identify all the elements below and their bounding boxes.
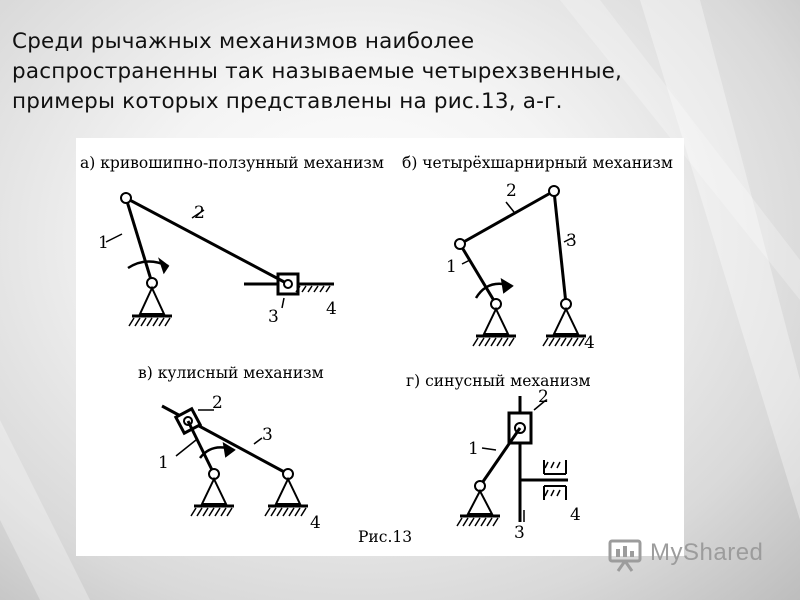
crank-slider-mechanism <box>105 192 334 327</box>
watermark: MyShared <box>606 537 776 573</box>
label-g-2: 2 <box>538 387 549 407</box>
label-b-1: 1 <box>446 257 457 277</box>
caption-a: а) кривошипно-ползунный механизм <box>80 154 384 172</box>
caption-b: б) четырёхшарнирный механизм <box>402 154 673 172</box>
label-a-2: 2 <box>194 203 205 223</box>
label-v-4: 4 <box>310 513 321 533</box>
caption-g: г) синусный механизм <box>406 372 591 390</box>
four-bar-mechanism <box>454 185 586 347</box>
watermark-text: MyShared <box>650 539 764 566</box>
caption-v: в) кулисный механизм <box>138 364 324 382</box>
label-b-4: 4 <box>584 333 595 353</box>
sine-mechanism <box>456 396 568 527</box>
label-a-1: 1 <box>98 233 109 253</box>
slotted-link-mechanism <box>161 404 308 517</box>
label-g-4: 4 <box>570 505 581 525</box>
slide-title: Среди рычажных механизмов наиболее распр… <box>12 29 623 114</box>
figure-panel: а) кривошипно-ползунный механизм 1 2 3 4… <box>76 138 684 556</box>
label-a-3: 3 <box>268 307 279 327</box>
label-g-1: 1 <box>468 439 479 459</box>
label-v-2: 2 <box>212 393 223 413</box>
figure-label: Рис.13 <box>358 528 412 546</box>
presentation-board-icon <box>608 539 642 572</box>
label-b-2: 2 <box>506 181 517 201</box>
label-v-3: 3 <box>262 425 273 445</box>
label-a-4: 4 <box>326 299 337 319</box>
mechanism-figure: а) кривошипно-ползунный механизм 1 2 3 4… <box>80 154 673 546</box>
label-b-3: 3 <box>566 231 577 251</box>
label-g-3: 3 <box>514 523 525 543</box>
label-v-1: 1 <box>158 453 169 473</box>
